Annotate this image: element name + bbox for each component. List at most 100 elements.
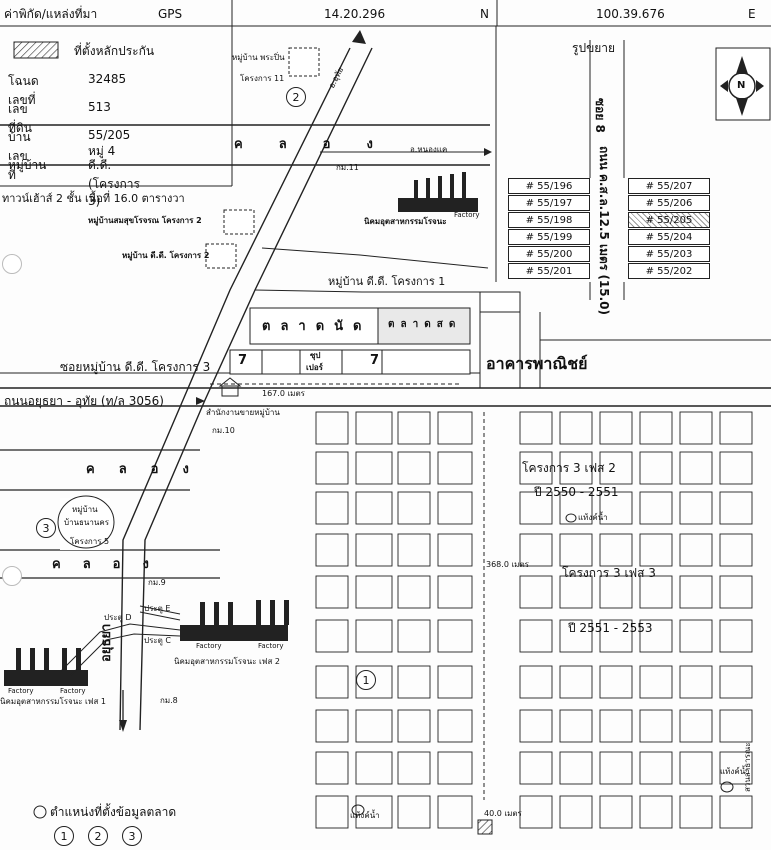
village-block [397, 533, 431, 567]
village-office-house-icon [218, 377, 242, 397]
seven-eleven-icon: 7 [238, 353, 248, 368]
village-block [519, 795, 553, 829]
village-block [559, 709, 593, 743]
legend-circle-2: 2 [88, 826, 108, 846]
village-block [679, 575, 713, 609]
village-block [559, 451, 593, 485]
house-number: # 55/200 [508, 246, 590, 262]
village-block [639, 665, 673, 699]
phase3-label: โครงการ 3 เฟส 3 [562, 566, 656, 580]
coord-label: ค่าพิกัด/แหล่งที่มา [4, 7, 98, 21]
village-block [437, 619, 473, 653]
house-number: # 55/197 [508, 195, 590, 211]
village-block [599, 451, 633, 485]
village-block [559, 795, 593, 829]
village-block [355, 491, 393, 525]
info-row-value: 513 [88, 100, 111, 114]
house-number: # 55/204 [628, 229, 710, 245]
gate-e-label: ประตู E [144, 604, 171, 613]
banna-village-name: บ้านธนานคร [64, 518, 109, 527]
village-block [355, 751, 393, 785]
village-block [437, 533, 473, 567]
inset-street [495, 26, 625, 300]
info-row-label: บ้านเลขที่ [8, 130, 31, 182]
village-block [437, 751, 473, 785]
village-block [437, 665, 473, 699]
canal-label-top: คลอง [234, 137, 409, 152]
market-legend-label: ตำแหน่งที่ตั้งข้อมูลตลาด [50, 805, 177, 819]
village-block [719, 795, 753, 829]
village-block [519, 751, 553, 785]
village-block [437, 709, 473, 743]
village-block [315, 619, 349, 653]
village-block [679, 451, 713, 485]
village-block [639, 709, 673, 743]
village-block [599, 665, 633, 699]
market-sot-block [377, 307, 471, 345]
soi-dd3-label: ซอยหมู่บ้าน ดี.ดี. โครงการ 3 [60, 360, 211, 374]
village-block [315, 751, 349, 785]
village-block [559, 533, 593, 567]
village-block [397, 451, 431, 485]
village-block [397, 491, 431, 525]
gps-label: GPS [158, 7, 183, 21]
village-block [599, 795, 633, 829]
expanded-view-label: รูปขยาย [572, 41, 616, 55]
info-row-value: 32485 [88, 72, 127, 86]
village-block [437, 451, 473, 485]
water-tank-label-2: แท้งค์น้ำ [720, 767, 750, 776]
latitude-value: 14.20.296 [324, 7, 386, 21]
village-block [639, 619, 673, 653]
village-block [355, 411, 393, 445]
village-block [397, 619, 431, 653]
village-block [315, 665, 349, 699]
dist40-label: 40.0 เมตร [484, 809, 522, 818]
dist167-label: 167.0 เมตร [262, 389, 305, 398]
village-block [559, 411, 593, 445]
house-number: # 55/199 [508, 229, 590, 245]
to-uthai-arrow-icon [352, 30, 366, 44]
village-blocks [315, 411, 753, 829]
info-row-label: โฉนดเลขที่ [8, 74, 39, 107]
village-dd2-label: หมู่บ้าน ดี.ดี. โครงการ 2 [122, 251, 210, 260]
village-block [599, 411, 633, 445]
village-block [599, 491, 633, 525]
village-block [639, 491, 673, 525]
village-block [437, 411, 473, 445]
village-block [355, 795, 393, 829]
village-block [559, 491, 593, 525]
market-sot-label: ตลาดสด [388, 319, 462, 330]
village-block [639, 411, 673, 445]
village-block [519, 709, 553, 743]
house-number: # 55/205 [628, 212, 710, 228]
village-block [599, 709, 633, 743]
marker-circle-3: 3 [36, 518, 56, 538]
village-block [355, 619, 393, 653]
village-block [559, 575, 593, 609]
village-block [519, 665, 553, 699]
village-block [519, 411, 553, 445]
village-block [679, 491, 713, 525]
canal-middle [0, 449, 200, 491]
village-block [679, 533, 713, 567]
village-block [315, 491, 349, 525]
highway-road [119, 47, 373, 731]
phase3-year-label: ปี 2551 - 2553 [568, 621, 653, 635]
north-label: N [737, 80, 746, 91]
village-block [719, 451, 753, 485]
village-block [355, 533, 393, 567]
village-block [719, 665, 753, 699]
soi8-label: ซอย 8 [593, 98, 607, 133]
village-phra-pin: หมู่บ้าน พระปิ่น [232, 53, 285, 62]
banna-village-label: หมู่บ้าน [72, 505, 98, 514]
punch-hole [2, 566, 22, 586]
village-block [639, 533, 673, 567]
village-block [437, 575, 473, 609]
longitude-dir: E [748, 7, 756, 21]
village-block [719, 619, 753, 653]
factory-label-4: Factory [258, 642, 284, 650]
factory-phase2 [180, 600, 289, 641]
industrial-phase1-label: นิคมอุตสาหกรรมโรจนะ เฟส 1 [0, 697, 106, 706]
north-compass-icon [715, 47, 771, 121]
